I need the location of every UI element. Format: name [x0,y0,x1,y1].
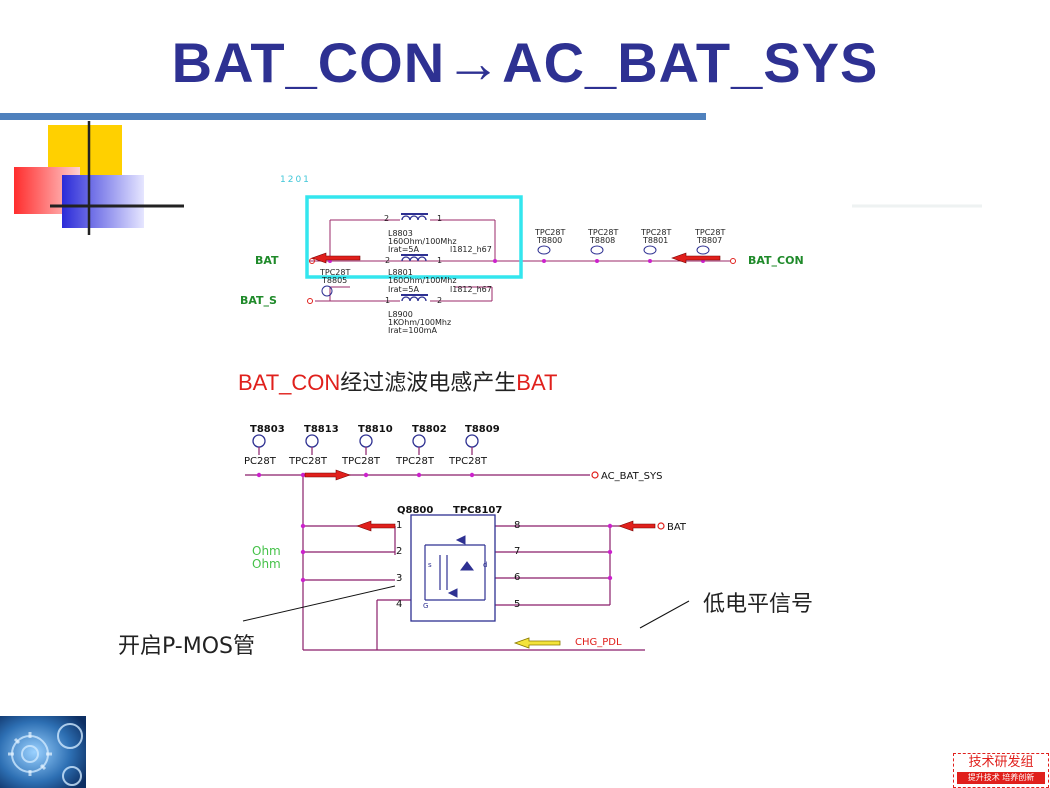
test-point [321,285,333,297]
ic-pin: 4 [396,599,402,610]
note-low-level-signal: 低电平信号 [703,592,814,617]
faint-rule [852,204,982,208]
inductor-package: l1812_h67 [450,245,492,254]
stamp-title: 技术研发组 [968,755,1034,770]
inductor-spec: 160Ohm/100Mhz [388,237,457,246]
inductor-spec: 1KOhm/100Mhz [388,318,451,327]
tp-name: T8813 [304,424,339,435]
tp-name: T8808 [589,236,615,245]
net-bat-con: BAT_CON [748,254,804,267]
inductor-package: l1812_h67 [450,285,492,294]
mosfet-ic [410,514,496,622]
arrow-left-icon [311,252,361,264]
tp-type: TPC28T [640,228,671,237]
tp-type: TPC28T [341,456,381,467]
tp-name: T8803 [250,424,285,435]
pin-label: 2 [385,256,390,265]
ohm-label: Ohm [252,557,281,571]
ic-pin: 2 [396,546,402,557]
ohm-label: Ohm [252,544,281,558]
ic-part: TPC8107 [453,505,502,516]
stamp-subtitle: 提升技术 培养创新 [957,772,1045,784]
pin-label: 1 [437,214,442,223]
net-bat: BAT [255,254,279,267]
arrow-left-icon [671,252,721,264]
corner-decoration [14,121,184,235]
tp-type: PC28T [244,456,277,467]
tp-name: T8807 [696,236,722,245]
team-stamp: 技术研发组 提升技术 培养创新 [953,753,1049,788]
ic-pin: 1 [396,520,402,531]
ic-pin: 6 [514,572,520,583]
tp-type: TPC28T [448,456,488,467]
tp-name: T8805 [321,276,347,285]
diode-icon [455,535,466,545]
pin-label: 2 [384,214,389,223]
highlight-box [305,195,523,279]
arrow-up-icon [460,561,474,571]
bottom-schematic: T8803 T8813 T8810 T8802 T8809 PC28T TPC2… [244,424,687,651]
caption-filter: BAT_CON经过滤波电感产生BAT [238,365,557,397]
pin-label: 1 [385,296,390,305]
arrow-left-icon [356,520,396,532]
ic-ref: Q8800 [397,505,433,516]
inductor-current: Irat=5A [388,245,419,254]
ic-pin: 5 [514,599,520,610]
top-schematic: 1201 2 1 2 1 1 2 L8803 160Ohm/100Mhz Ira… [240,175,804,335]
diode-icon [447,588,458,598]
net-ac-bat-sys: AC_BAT_SYS [601,471,662,482]
caption-text: 经过滤波电感产生 [340,371,517,396]
pin-d: d [483,561,487,569]
net-bat: BAT [667,522,687,533]
net-chg-pdl: CHG_PDL [575,637,622,648]
pin-s: s [428,561,432,569]
ref-label: 1201 [280,175,311,185]
caption-net-b: BAT [516,370,558,395]
tp-name: T8800 [536,236,562,245]
tp-name: T8810 [358,424,393,435]
pin-g: G [423,602,428,610]
tp-type: TPC28T [288,456,328,467]
slide-title: BAT_CON→AC_BAT_SYS [171,31,879,94]
inductor-current: Irat=100mA [388,326,437,335]
tp-name: T8802 [412,424,447,435]
title-underline [0,113,706,120]
arrow-left-icon [618,520,656,532]
tp-name: T8809 [465,424,500,435]
inductor-name: L8803 [388,229,413,238]
net-bat-s: BAT_S [240,294,277,307]
caption-net-a: BAT_CON [238,370,341,395]
pin-label: 2 [437,296,442,305]
inductor-current: Irat=5A [388,285,419,294]
ic-pin: 8 [514,520,520,531]
tp-type: TPC28T [694,228,725,237]
tp-type: TPC28T [395,456,435,467]
arrow-left-yellow-icon [513,637,561,649]
inductor-name: L8801 [388,268,413,277]
note-open-pmos: 开启P-MOS管 [118,634,255,659]
ic-pin: 3 [396,573,402,584]
arrow-right-icon [304,469,351,481]
gear-icon [0,716,86,788]
tp-type: TPC28T [319,268,350,277]
inductor-spec: 160Ohm/100Mhz [388,276,457,285]
pin-label: 1 [437,256,442,265]
inductor-name: L8900 [388,310,413,319]
tp-type: TPC28T [587,228,618,237]
tp-type: TPC28T [534,228,565,237]
ic-pin: 7 [514,546,520,557]
tp-name: T8801 [642,236,668,245]
